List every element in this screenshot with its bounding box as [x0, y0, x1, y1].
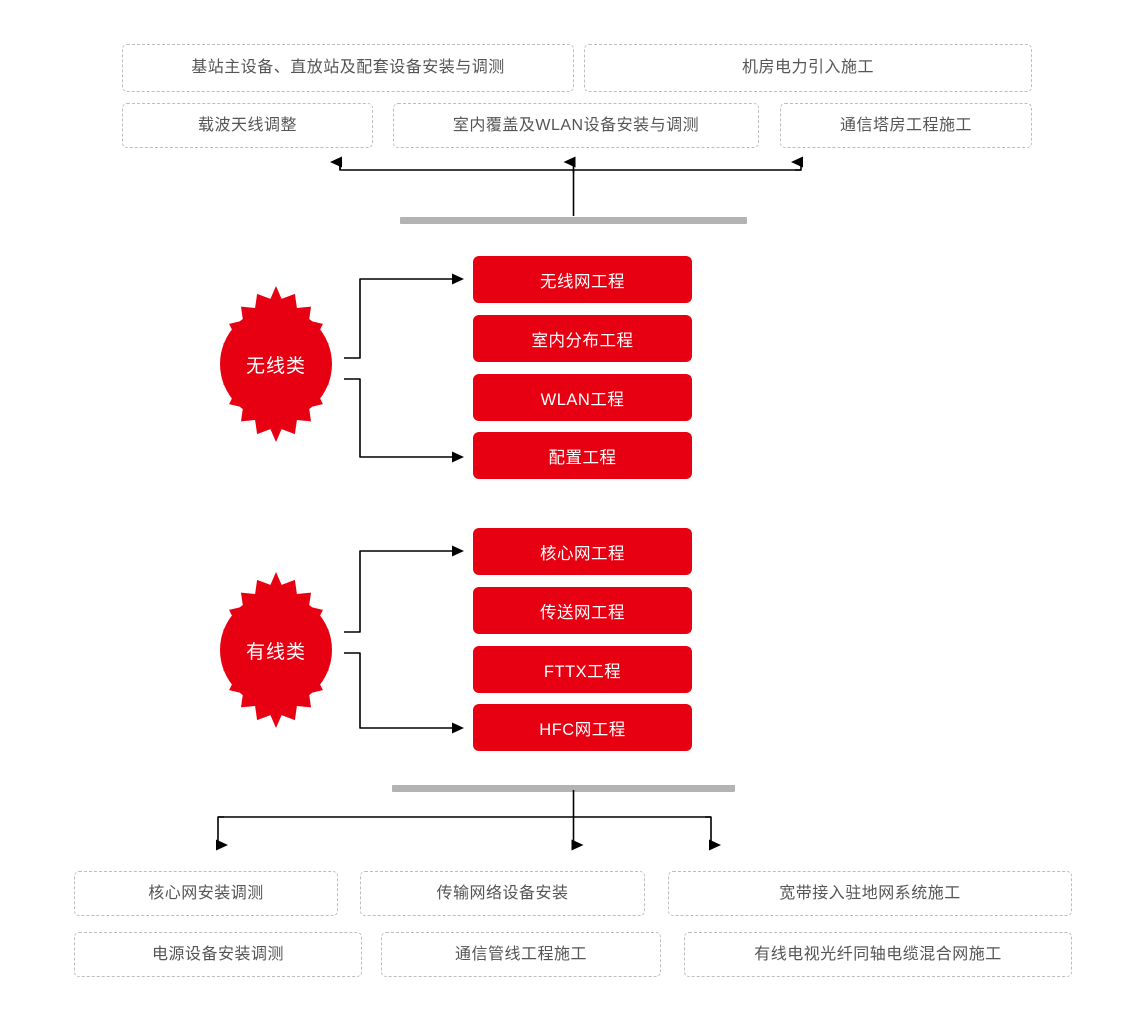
bottom-task-box-1[interactable]: 核心网安装调测	[74, 871, 338, 916]
red-box-label: WLAN工程	[540, 390, 625, 409]
top-task-box-1[interactable]: 基站主设备、直放站及配套设备安装与调测	[122, 44, 574, 92]
wireless-connectors	[344, 273, 464, 463]
red-box-label: 室内分布工程	[531, 331, 634, 350]
red-box-wireless-3[interactable]: WLAN工程	[473, 374, 692, 421]
top-task-box-2[interactable]: 机房电力引入施工	[584, 44, 1032, 92]
red-box-wireless-4[interactable]: 配置工程	[473, 432, 692, 479]
top-task-label: 载波天线调整	[197, 116, 297, 134]
top-task-box-3[interactable]: 载波天线调整	[122, 103, 373, 148]
top-divider-bar	[400, 217, 747, 224]
top-task-label: 机房电力引入施工	[741, 59, 874, 77]
top-task-label: 通信塔房工程施工	[839, 116, 972, 134]
bottom-task-box-2[interactable]: 传输网络设备安装	[360, 871, 645, 916]
gear-wireless[interactable]: 无线类	[196, 284, 356, 444]
top-task-label: 基站主设备、直放站及配套设备安装与调测	[191, 59, 505, 77]
top-task-box-4[interactable]: 室内覆盖及WLAN设备安装与调测	[393, 103, 759, 148]
red-box-label: 传送网工程	[540, 603, 625, 622]
red-box-wired-2[interactable]: 传送网工程	[473, 587, 692, 634]
bottom-task-label: 通信管线工程施工	[454, 945, 587, 963]
red-box-label: 核心网工程	[540, 544, 625, 563]
bottom-task-label: 核心网安装调测	[148, 884, 264, 902]
bottom-task-label: 宽带接入驻地网系统施工	[779, 884, 961, 902]
red-box-wireless-1[interactable]: 无线网工程	[473, 256, 692, 303]
top-task-box-5[interactable]: 通信塔房工程施工	[780, 103, 1032, 148]
bottom-task-label: 传输网络设备安装	[436, 884, 569, 902]
bottom-task-box-5[interactable]: 通信管线工程施工	[381, 932, 661, 977]
top-connector-tree	[330, 156, 803, 216]
bottom-task-box-3[interactable]: 宽带接入驻地网系统施工	[668, 871, 1072, 916]
gear-icon	[220, 286, 332, 442]
red-box-wireless-2[interactable]: 室内分布工程	[473, 315, 692, 362]
red-box-wired-1[interactable]: 核心网工程	[473, 528, 692, 575]
top-task-label: 室内覆盖及WLAN设备安装与调测	[452, 116, 700, 134]
bottom-divider-bar	[392, 785, 735, 792]
gear-wired[interactable]: 有线类	[196, 570, 356, 730]
gear-icon	[220, 572, 332, 728]
wired-connectors	[344, 545, 464, 734]
red-box-label: 配置工程	[548, 448, 617, 467]
bottom-connector-tree	[216, 790, 721, 851]
red-box-wired-3[interactable]: FTTX工程	[473, 646, 692, 693]
bottom-task-box-6[interactable]: 有线电视光纤同轴电缆混合网施工	[684, 932, 1072, 977]
bottom-task-label: 电源设备安装调测	[151, 945, 284, 963]
bottom-task-box-4[interactable]: 电源设备安装调测	[74, 932, 362, 977]
bottom-task-label: 有线电视光纤同轴电缆混合网施工	[754, 945, 1002, 963]
red-box-wired-4[interactable]: HFC网工程	[473, 704, 692, 751]
red-box-label: HFC网工程	[539, 720, 626, 739]
red-box-label: 无线网工程	[540, 272, 625, 291]
red-box-label: FTTX工程	[543, 662, 622, 681]
